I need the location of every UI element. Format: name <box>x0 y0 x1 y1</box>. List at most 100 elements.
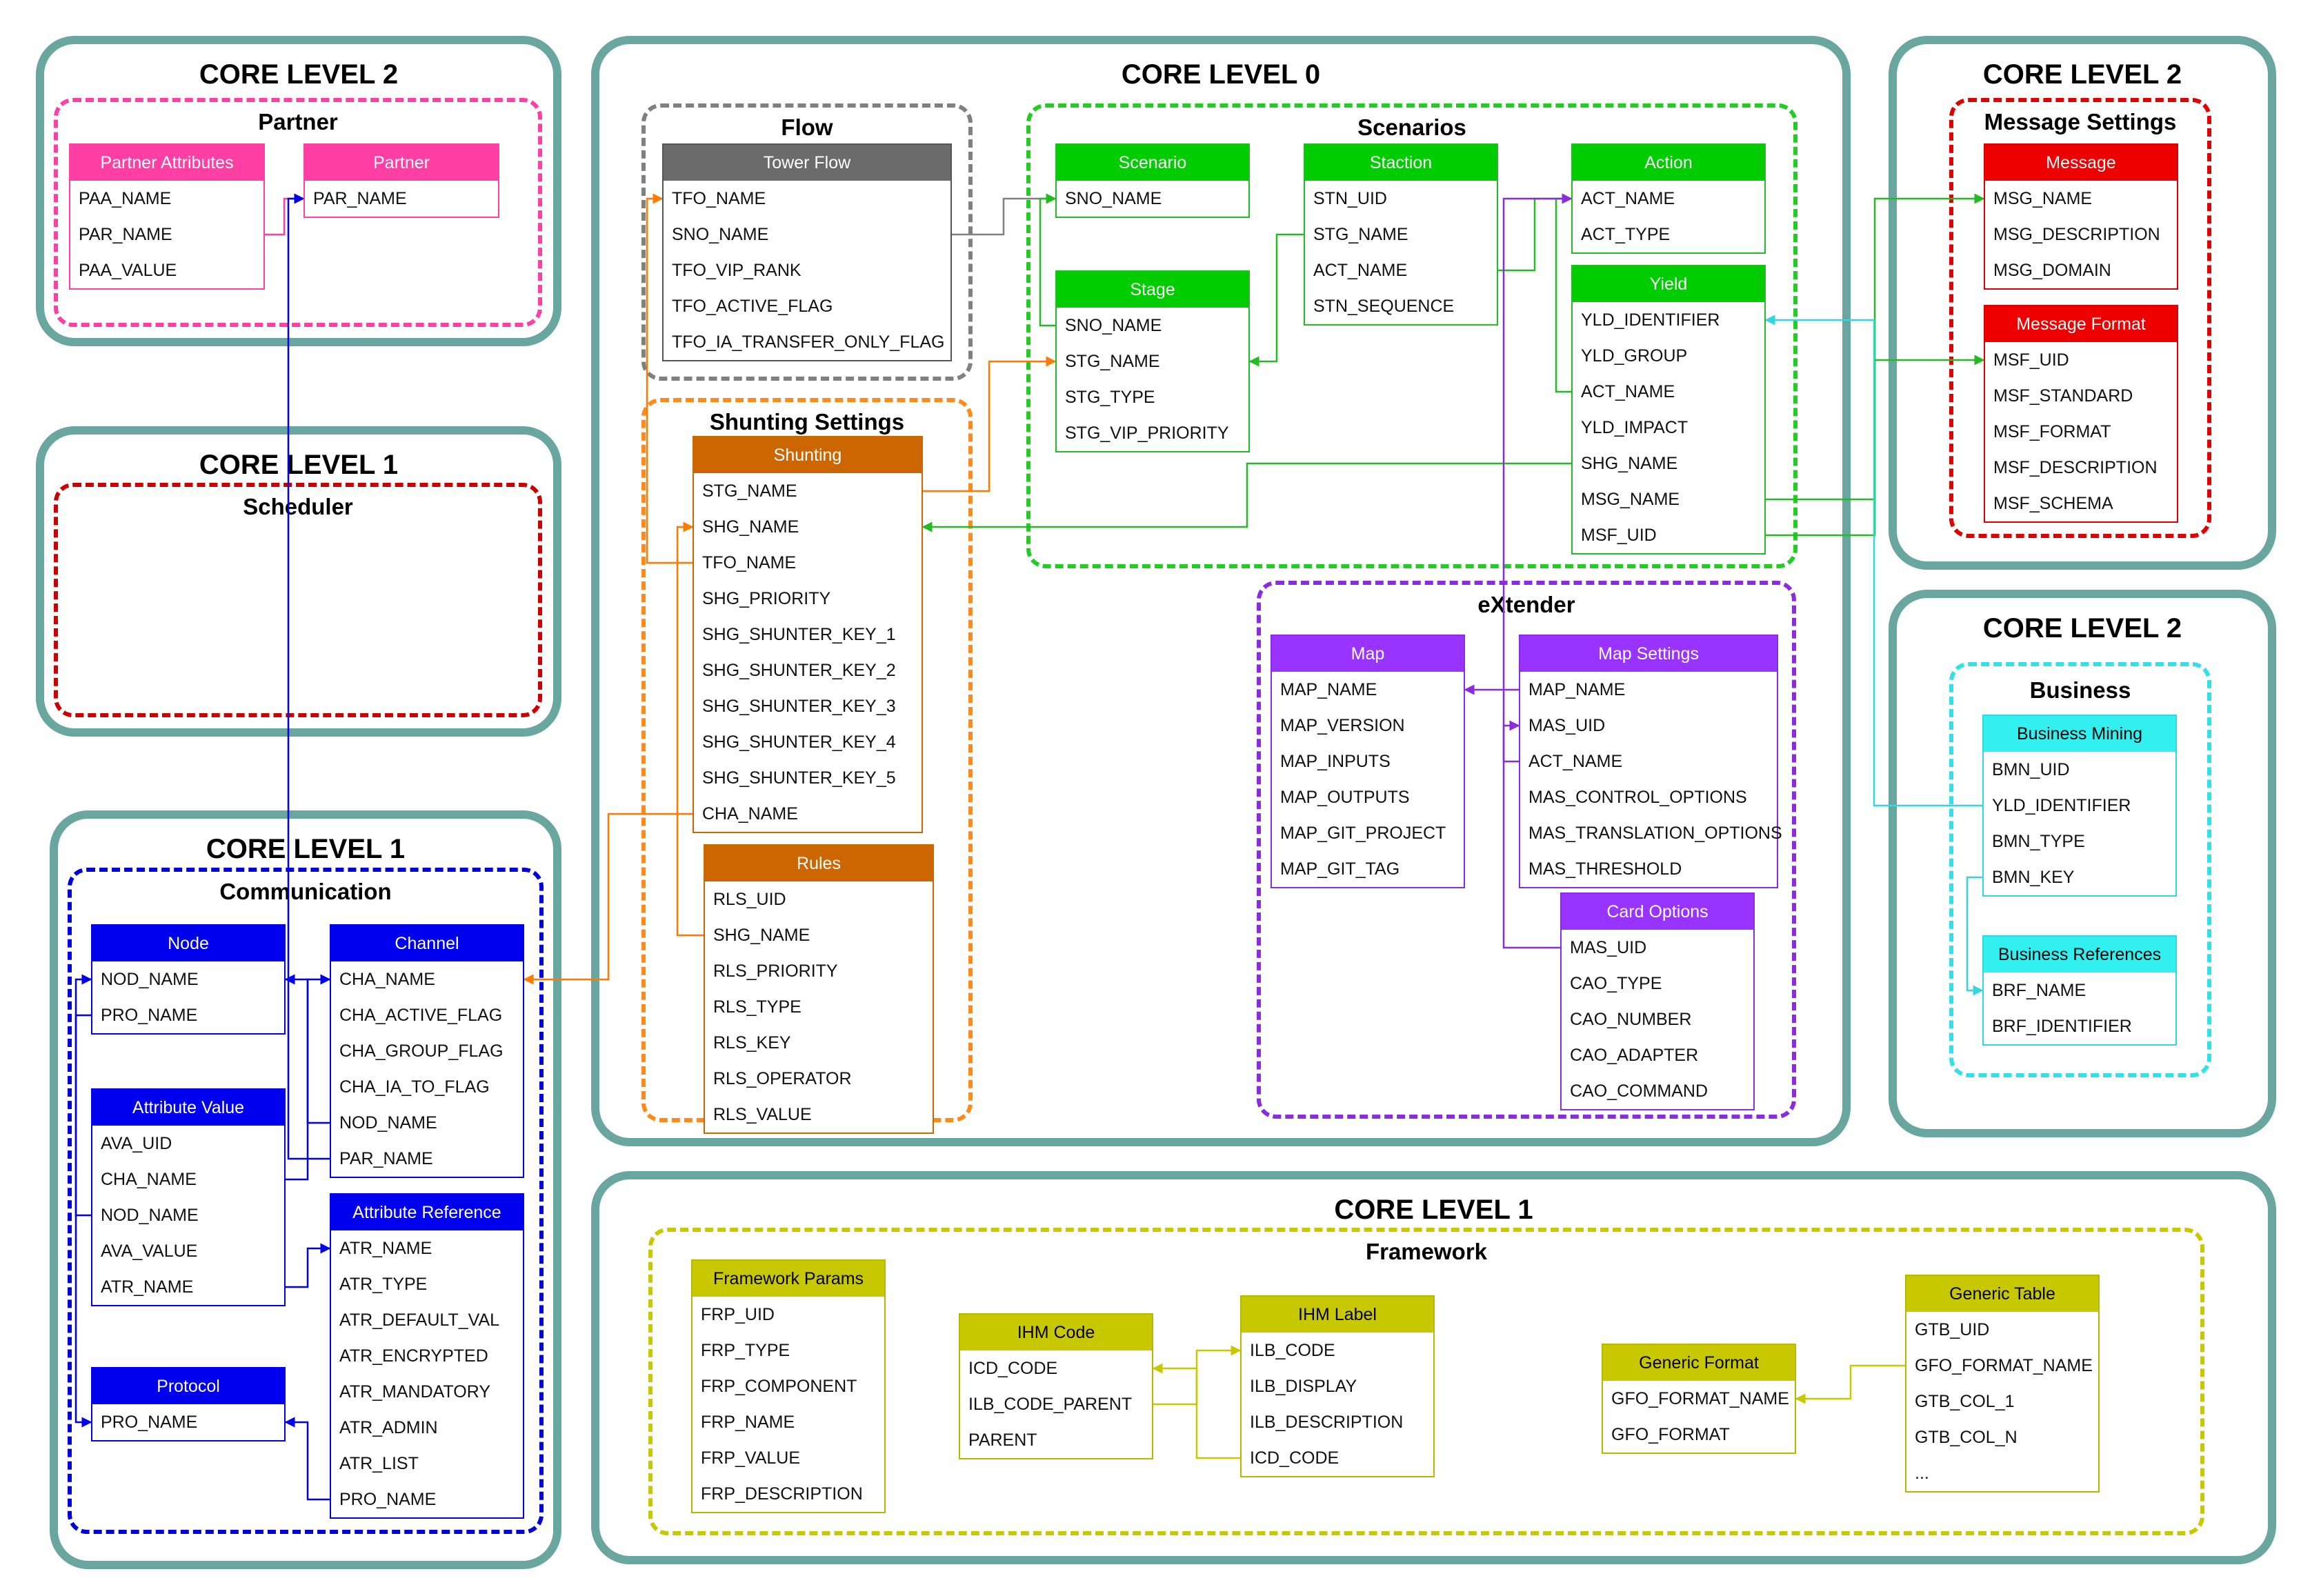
table-header: Yield <box>1573 266 1764 302</box>
table-header: Stage <box>1057 272 1248 308</box>
relationship-link <box>1502 193 1573 763</box>
table-field: ICD_CODE <box>1250 1448 1339 1468</box>
table-field: PAA_VALUE <box>79 261 177 280</box>
relationship-link <box>74 1014 92 1428</box>
table-field: GTB_COL_N <box>1915 1428 2018 1447</box>
table-field: PAA_NAME <box>79 189 172 208</box>
panel-title: CORE LEVEL 2 <box>1982 59 2182 90</box>
table-field: SHG_NAME <box>713 926 810 945</box>
panel-title: CORE LEVEL 1 <box>1334 1195 1533 1225</box>
table-field: ATR_NAME <box>339 1239 432 1258</box>
group-communication: Communication <box>68 868 544 1534</box>
table-field: MSF_SCHEMA <box>1993 494 2113 513</box>
table-header: Protocol <box>92 1368 284 1404</box>
table-field: RLS_KEY <box>713 1033 791 1053</box>
table-field: MSF_FORMAT <box>1993 422 2111 441</box>
table-field: MSG_DESCRIPTION <box>1993 225 2160 244</box>
table-field: MAP_GIT_TAG <box>1280 859 1400 879</box>
table-header: Attribute Reference <box>331 1195 523 1230</box>
table-field: FRP_UID <box>701 1305 775 1324</box>
table-field: STG_TYPE <box>1065 388 1155 407</box>
table-field: MAP_GIT_PROJECT <box>1280 824 1446 843</box>
table-field: MAS_UID <box>1528 716 1606 735</box>
table-field: RLS_OPERATOR <box>713 1069 852 1088</box>
table-field: FRP_COMPONENT <box>701 1377 857 1396</box>
table-field: ACT_NAME <box>1581 189 1675 208</box>
group-message-settings: Message Settings <box>1949 98 2211 538</box>
group-title: Scenarios <box>1357 114 1466 140</box>
group-flow: Flow <box>641 103 973 381</box>
group-partner: Partner <box>54 98 542 327</box>
table-field: ICD_CODE <box>968 1359 1058 1378</box>
table-field: SHG_SHUNTER_KEY_5 <box>702 768 896 788</box>
table-field: MAS_UID <box>1570 938 1647 957</box>
table-field: AVA_VALUE <box>101 1241 198 1261</box>
table-field: CHA_ACTIVE_FLAG <box>339 1006 503 1025</box>
relationship-link <box>523 812 693 985</box>
table-header: Channel <box>331 926 523 961</box>
table-field: MAP_VERSION <box>1280 716 1405 735</box>
table-field: SHG_SHUNTER_KEY_3 <box>702 697 896 716</box>
table-field: ... <box>1915 1464 1929 1483</box>
group-title: Shunting Settings <box>709 409 905 435</box>
table-field: ILB_CODE_PARENT <box>968 1395 1133 1414</box>
group-extender: eXtender <box>1257 581 1796 1119</box>
relationship-link <box>1502 720 1560 949</box>
table-field: MAS_CONTROL_OPTIONS <box>1528 788 1747 807</box>
table-field: SHG_SHUNTER_KEY_1 <box>702 625 896 644</box>
table-field: CAO_NUMBER <box>1570 1010 1692 1029</box>
group-title: Scheduler <box>243 494 353 519</box>
relationship-link <box>646 193 693 564</box>
relationship-link <box>1039 193 1057 327</box>
table-header: IHM Label <box>1242 1297 1433 1333</box>
table-field: TFO_VIP_RANK <box>672 261 801 280</box>
table-field: SHG_SHUNTER_KEY_2 <box>702 661 896 680</box>
table-field: RLS_VALUE <box>713 1105 812 1124</box>
relationship-link <box>1248 233 1304 367</box>
table-field: ATR_LIST <box>339 1454 419 1473</box>
table-field: AVA_UID <box>101 1134 172 1153</box>
panel-title: CORE LEVEL 2 <box>1982 613 2182 644</box>
table-field: PAR_NAME <box>79 225 172 244</box>
table-field: BMN_KEY <box>1992 868 2075 887</box>
table-header: Partner Attributes <box>70 145 263 181</box>
table-field: STG_NAME <box>1065 352 1160 371</box>
table-field: ATR_ADMIN <box>339 1418 438 1437</box>
table-field: CHA_IA_TO_FLAG <box>339 1077 490 1097</box>
table-field: ACT_TYPE <box>1581 225 1671 244</box>
relationship-link <box>286 1243 331 1288</box>
table-field: STG_VIP_PRIORITY <box>1065 423 1229 443</box>
table-field: TFO_ACTIVE_FLAG <box>672 297 833 316</box>
group-title: Message Settings <box>1984 109 2177 134</box>
table-field: YLD_IMPACT <box>1581 418 1689 437</box>
table-field: CHA_NAME <box>101 1170 197 1189</box>
